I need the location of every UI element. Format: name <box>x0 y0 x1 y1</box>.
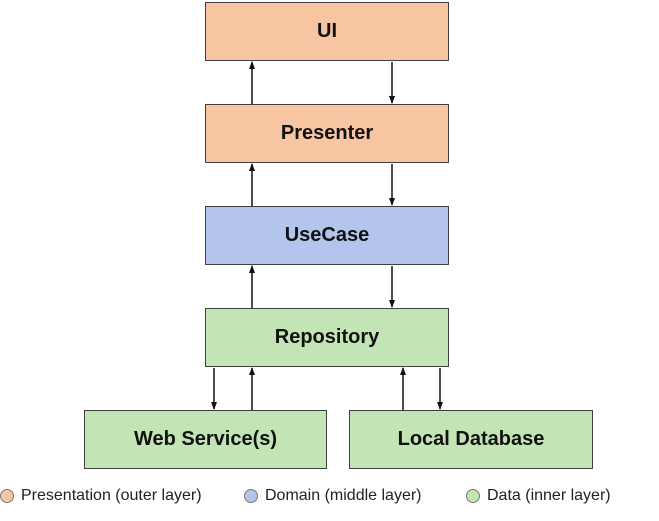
local-database-node-label: Local Database <box>397 428 545 450</box>
repository-node-label: Repository <box>274 326 380 348</box>
presenter-node-label: Presenter <box>280 122 374 144</box>
usecase-node: UseCase <box>205 206 449 265</box>
legend-dot-domain <box>244 489 258 503</box>
legend-item-presentation: Presentation (outer layer) <box>0 487 202 505</box>
web-service-node: Web Service(s) <box>84 410 327 469</box>
local-database-node: Local Database <box>349 410 593 469</box>
legend-item-domain: Domain (middle layer) <box>244 487 422 505</box>
presenter-node: Presenter <box>205 104 449 163</box>
ui-node-label: UI <box>317 20 337 42</box>
ui-node: UI <box>205 2 449 61</box>
legend-label-domain: Domain (middle layer) <box>265 487 422 504</box>
legend-dot-data <box>466 489 480 503</box>
web-service-node-label: Web Service(s) <box>133 428 278 450</box>
legend-label-data: Data (inner layer) <box>487 487 611 504</box>
legend-dot-presentation <box>0 489 14 503</box>
legend-label-presentation: Presentation (outer layer) <box>21 487 202 504</box>
legend-item-data: Data (inner layer) <box>466 487 611 505</box>
repository-node: Repository <box>205 308 449 367</box>
usecase-node-label: UseCase <box>284 224 370 246</box>
